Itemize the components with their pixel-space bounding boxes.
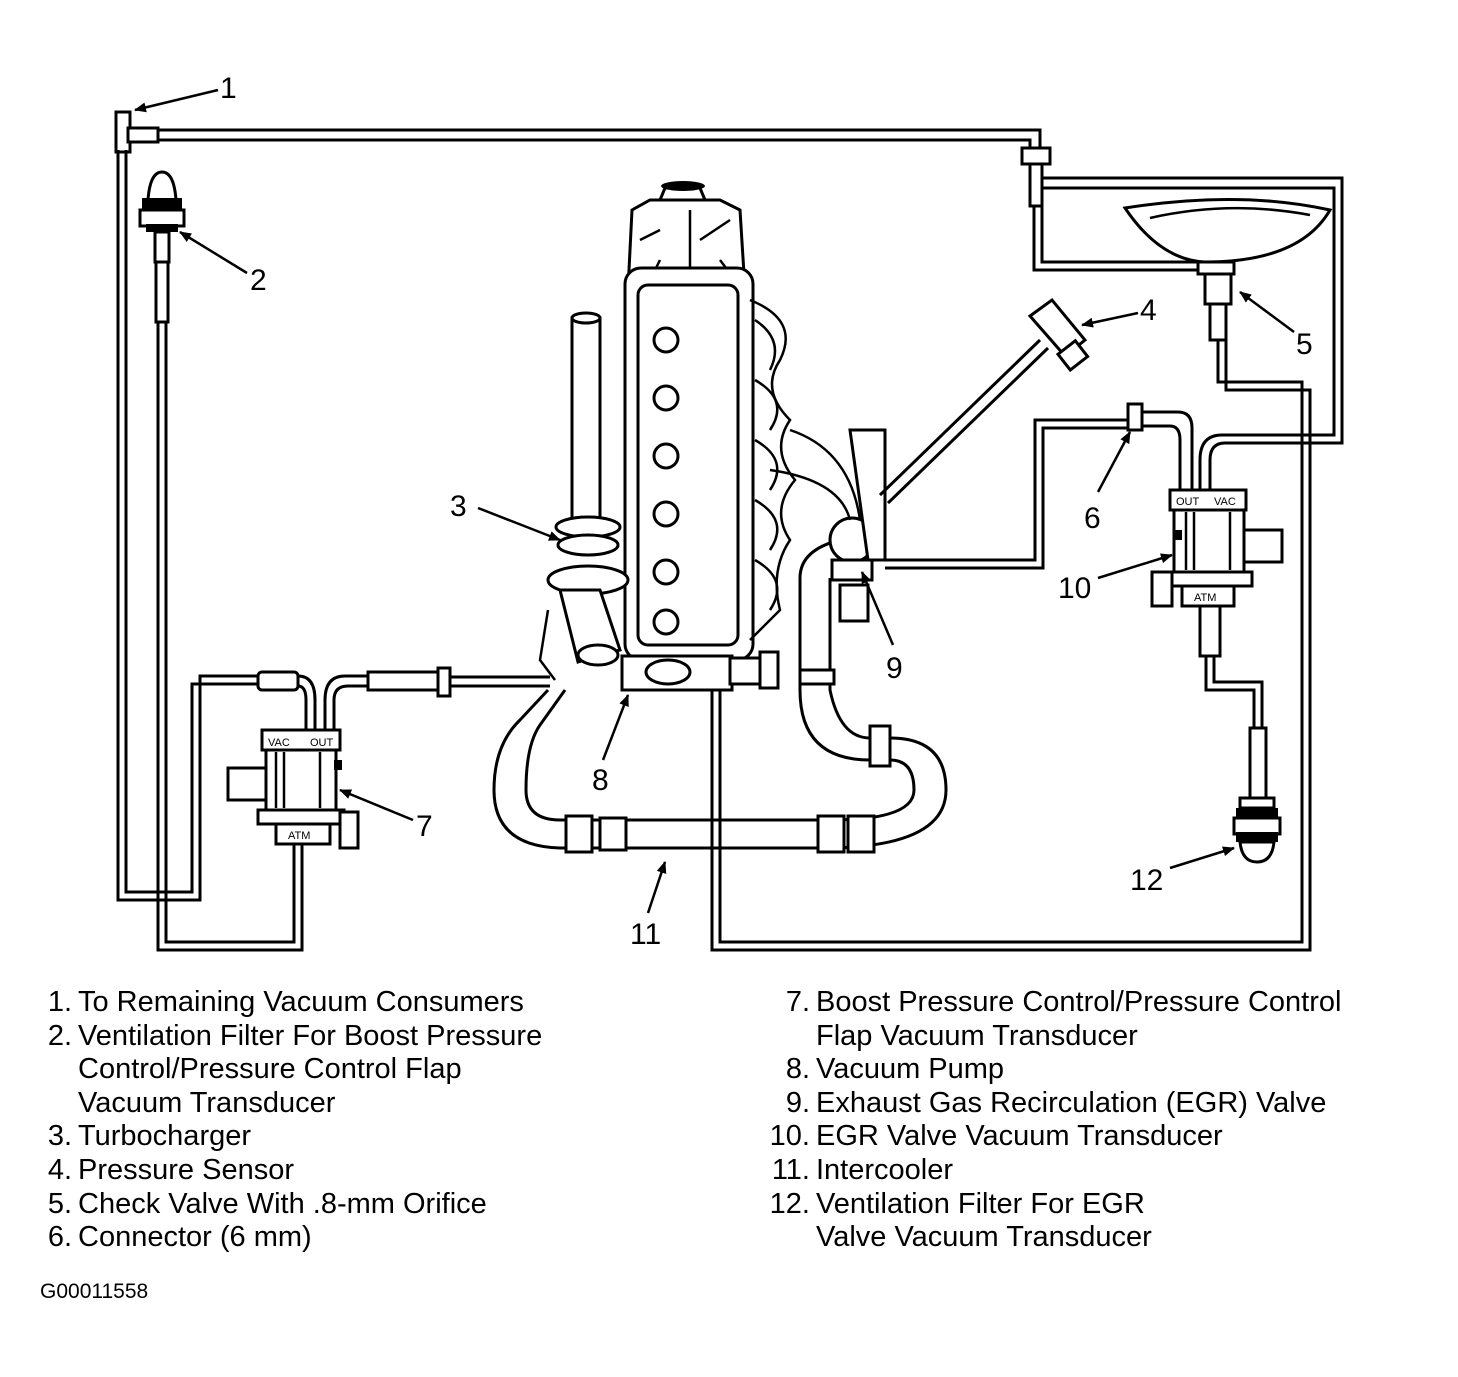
legend-line: Ventilation Filter For EGR — [816, 1187, 1145, 1220]
legend-line: Turbocharger — [78, 1120, 252, 1153]
legend-text: Connector (6 mm) — [78, 1221, 312, 1255]
out-port-label: OUT — [310, 737, 334, 749]
legend-number: 6. — [47, 1221, 72, 1254]
callout-7: 7 — [416, 810, 433, 843]
callout-2: 2 — [250, 264, 267, 297]
legend-number: 9. — [785, 1086, 810, 1119]
legend-item: 8.Vacuum Pump — [760, 1053, 1341, 1087]
tee-connector — [114, 110, 160, 154]
legend-number: 12. — [769, 1187, 810, 1220]
legend-number: 10. — [769, 1120, 810, 1153]
callout-9: 9 — [886, 652, 903, 685]
legend-line: Check Valve With .8-mm Orifice — [78, 1187, 487, 1220]
legend-text: To Remaining Vacuum Consumers — [78, 986, 524, 1020]
intercooler-pipes — [492, 538, 948, 854]
legend-line: Valve Vacuum Transducer — [816, 1221, 1152, 1254]
legend-number: 11. — [771, 1153, 810, 1186]
legend-item: 6.Connector (6 mm) — [34, 1221, 542, 1255]
callout-numbers: 1 2 3 4 5 6 7 8 9 10 11 12 — [220, 72, 1313, 951]
legend-line: Vacuum Pump — [816, 1053, 1005, 1086]
legend-number: 1. — [47, 986, 72, 1018]
legend-number: 7. — [785, 986, 810, 1018]
legend-line: Flap Vacuum Transducer — [816, 1019, 1138, 1052]
callout-11: 11 — [630, 918, 661, 951]
callout-10: 10 — [1058, 572, 1091, 605]
legend-text: Pressure Sensor — [78, 1154, 294, 1188]
out-port-label: OUT — [1176, 496, 1200, 508]
legend-text: Turbocharger — [78, 1120, 251, 1154]
legend-item: 10.EGR Valve Vacuum Transducer — [760, 1120, 1341, 1154]
legend-item: 4.Pressure Sensor — [34, 1154, 542, 1188]
vacuum-line-top — [125, 128, 1042, 150]
legend-item: 5.Check Valve With .8-mm Orifice — [34, 1188, 542, 1222]
legend-text: Intercooler — [816, 1154, 953, 1188]
legend-item: 7.Boost Pressure Control/Pressure Contro… — [760, 986, 1342, 1053]
legend-item: 9.Exhaust Gas Recirculation (EGR) Valve — [760, 1087, 1341, 1121]
figure-id: G00011558 — [40, 1280, 149, 1303]
callout-6: 6 — [1084, 502, 1101, 535]
vac-port-label: VAC — [1214, 496, 1236, 508]
ventilation-filter-egr — [1232, 726, 1282, 864]
callout-1: 1 — [220, 72, 237, 105]
legend-line: EGR Valve Vacuum Transducer — [816, 1120, 1223, 1153]
turbocharger — [538, 311, 630, 681]
egr-vacuum-transducer: OUT VAC ATM — [1150, 433, 1284, 730]
legend-line: Intercooler — [816, 1153, 954, 1186]
legend-number: 5. — [47, 1187, 72, 1220]
legend-right: 7.Boost Pressure Control/Pressure Contro… — [760, 986, 1342, 1255]
atm-port-label: ATM — [1194, 592, 1216, 604]
callout-leaders — [134, 88, 1295, 914]
legend-line: Exhaust Gas Recirculation (EGR) Valve — [816, 1086, 1327, 1119]
legend-line: To Remaining Vacuum Consumers — [78, 986, 524, 1018]
legend-number: 3. — [47, 1120, 72, 1153]
callout-5: 5 — [1296, 328, 1313, 361]
legend-text: Vacuum Pump — [816, 1053, 1004, 1087]
legend-line: Connector (6 mm) — [78, 1221, 312, 1254]
callout-12: 12 — [1130, 864, 1163, 897]
vacuum-line-left — [116, 150, 304, 952]
callout-4: 4 — [1140, 294, 1157, 327]
callout-8: 8 — [592, 764, 609, 797]
legend-line: Pressure Sensor — [78, 1153, 294, 1186]
legend-item: 3.Turbocharger — [34, 1120, 542, 1154]
legend-line: Control/Pressure Control Flap — [78, 1053, 462, 1086]
legend-number: 2. — [47, 1019, 72, 1052]
legend-line: Boost Pressure Control/Pressure Control — [816, 986, 1342, 1018]
vacuum-system-diagram: VAC OUT ATM — [114, 72, 1344, 952]
ventilation-filter-boost — [138, 170, 186, 324]
engine-block — [620, 181, 797, 692]
boost-pressure-vacuum-transducer: VAC OUT ATM — [226, 670, 445, 850]
check-valve — [710, 197, 1333, 952]
callout-3: 3 — [450, 490, 467, 523]
legend-text: EGR Valve Vacuum Transducer — [816, 1120, 1223, 1154]
vacuum-line-to-turbo — [436, 666, 550, 698]
egr-valve — [769, 428, 887, 623]
legend-item: 1.To Remaining Vacuum Consumers — [34, 986, 542, 1020]
atm-port-label: ATM — [288, 830, 310, 842]
legend-line: Vacuum Transducer — [78, 1086, 336, 1119]
legend-text: Check Valve With .8-mm Orifice — [78, 1188, 487, 1222]
vac-port-label: VAC — [268, 737, 290, 749]
pressure-sensor — [878, 297, 1090, 505]
legend-item: 11.Intercooler — [760, 1154, 1341, 1188]
vacuum-line-egr — [885, 402, 1194, 570]
legend-number: 4. — [47, 1153, 72, 1186]
legend-line: Ventilation Filter For Boost Pressure — [78, 1019, 543, 1052]
vacuum-line-right — [1020, 146, 1344, 445]
legend-number: 8. — [785, 1053, 810, 1086]
legend-text: Exhaust Gas Recirculation (EGR) Valve — [816, 1087, 1326, 1121]
